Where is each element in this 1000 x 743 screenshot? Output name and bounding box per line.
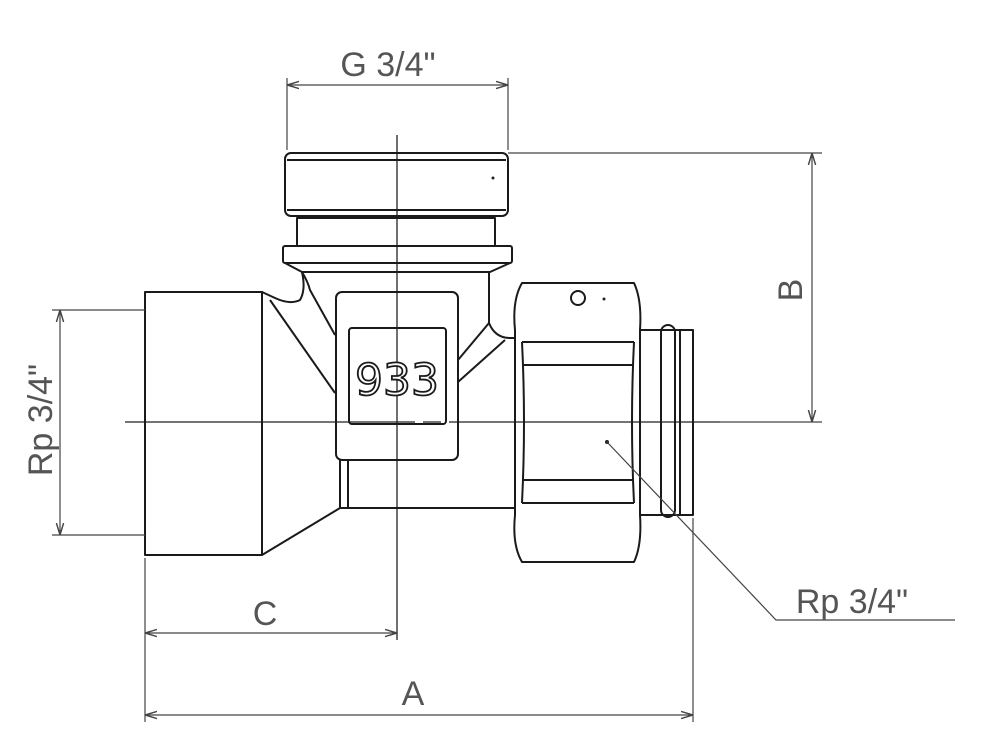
dimension-overall-length: A bbox=[145, 518, 694, 722]
overall-length-label: A bbox=[402, 675, 425, 713]
top-flange bbox=[282, 245, 513, 264]
dimension-height: B bbox=[508, 152, 822, 423]
part-number-marking: 933 bbox=[355, 355, 439, 406]
marking-box bbox=[348, 327, 447, 425]
tailpiece bbox=[639, 329, 694, 516]
dimension-center-offset: C bbox=[144, 558, 397, 722]
height-label: B bbox=[772, 279, 810, 302]
top-neck bbox=[296, 217, 496, 247]
valve-body: 933 bbox=[144, 152, 694, 563]
top-thread-label: G 3/4" bbox=[340, 46, 435, 84]
left-thread-label: Rp 3/4" bbox=[22, 364, 60, 476]
right-thread-label: Rp 3/4" bbox=[796, 583, 908, 621]
o-ring bbox=[660, 324, 676, 518]
dimension-top-thread: G 3/4" bbox=[286, 46, 509, 150]
hex-union-nut bbox=[513, 282, 642, 563]
callout-right-thread: Rp 3/4" bbox=[605, 440, 955, 621]
center-offset-label: C bbox=[253, 595, 278, 633]
top-union-nut bbox=[284, 152, 509, 217]
dimension-left-thread: Rp 3/4" bbox=[22, 309, 145, 536]
marking-panel bbox=[335, 291, 459, 461]
left-socket bbox=[144, 291, 263, 556]
